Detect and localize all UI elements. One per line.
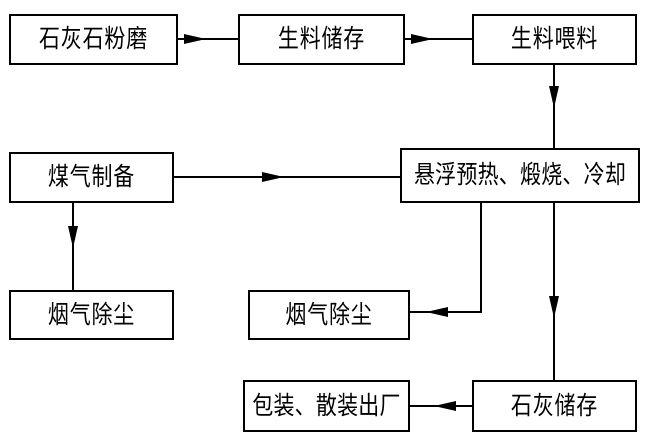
arrowhead-right-icon xyxy=(262,172,284,182)
arrowhead-down-icon xyxy=(68,226,78,248)
node-label: 生料喂料 xyxy=(510,24,599,54)
connector-limestone-grinding-to-raw-meal-storage xyxy=(178,38,238,40)
node-flue-gas-dedust-left[interactable]: 烟气除尘 xyxy=(9,290,174,340)
arrowhead-down-icon xyxy=(549,296,559,318)
node-label: 悬浮预热、煅烧、冷却 xyxy=(413,160,627,190)
arrowhead-left-icon xyxy=(426,307,448,317)
node-preheat-calcine-cool[interactable]: 悬浮预热、煅烧、冷却 xyxy=(400,148,640,203)
arrowhead-left-icon xyxy=(434,401,456,411)
node-raw-meal-storage[interactable]: 生料储存 xyxy=(238,14,405,65)
arrowhead-right-icon xyxy=(411,34,433,44)
node-raw-meal-feeding[interactable]: 生料喂料 xyxy=(472,14,637,65)
arrowhead-right-icon xyxy=(184,34,206,44)
arrowhead-down-icon xyxy=(549,86,559,108)
node-label: 生料储存 xyxy=(277,24,366,54)
connector-gas-preparation-to-preheat xyxy=(174,176,400,178)
node-limestone-grinding[interactable]: 石灰石粉磨 xyxy=(9,14,178,65)
node-label: 石灰储存 xyxy=(510,391,599,420)
node-label: 烟气除尘 xyxy=(285,300,373,329)
node-packing-bulk-out[interactable]: 包装、散装出厂 xyxy=(243,380,410,432)
node-flue-gas-dedust-mid[interactable]: 烟气除尘 xyxy=(248,290,410,340)
node-label: 石灰石粉磨 xyxy=(39,24,148,54)
connector-raw-meal-storage-to-raw-meal-feeding xyxy=(405,38,472,40)
connector-preheat-to-lime-storage xyxy=(553,203,555,380)
connector-preheat-to-flue-gas-dedust-mid-vertical xyxy=(480,203,482,312)
node-label: 包装、散装出厂 xyxy=(252,391,401,420)
node-lime-storage[interactable]: 石灰储存 xyxy=(472,380,637,432)
node-label: 烟气除尘 xyxy=(47,300,136,329)
node-gas-preparation[interactable]: 煤气制备 xyxy=(9,152,174,203)
node-label: 煤气制备 xyxy=(47,162,136,192)
